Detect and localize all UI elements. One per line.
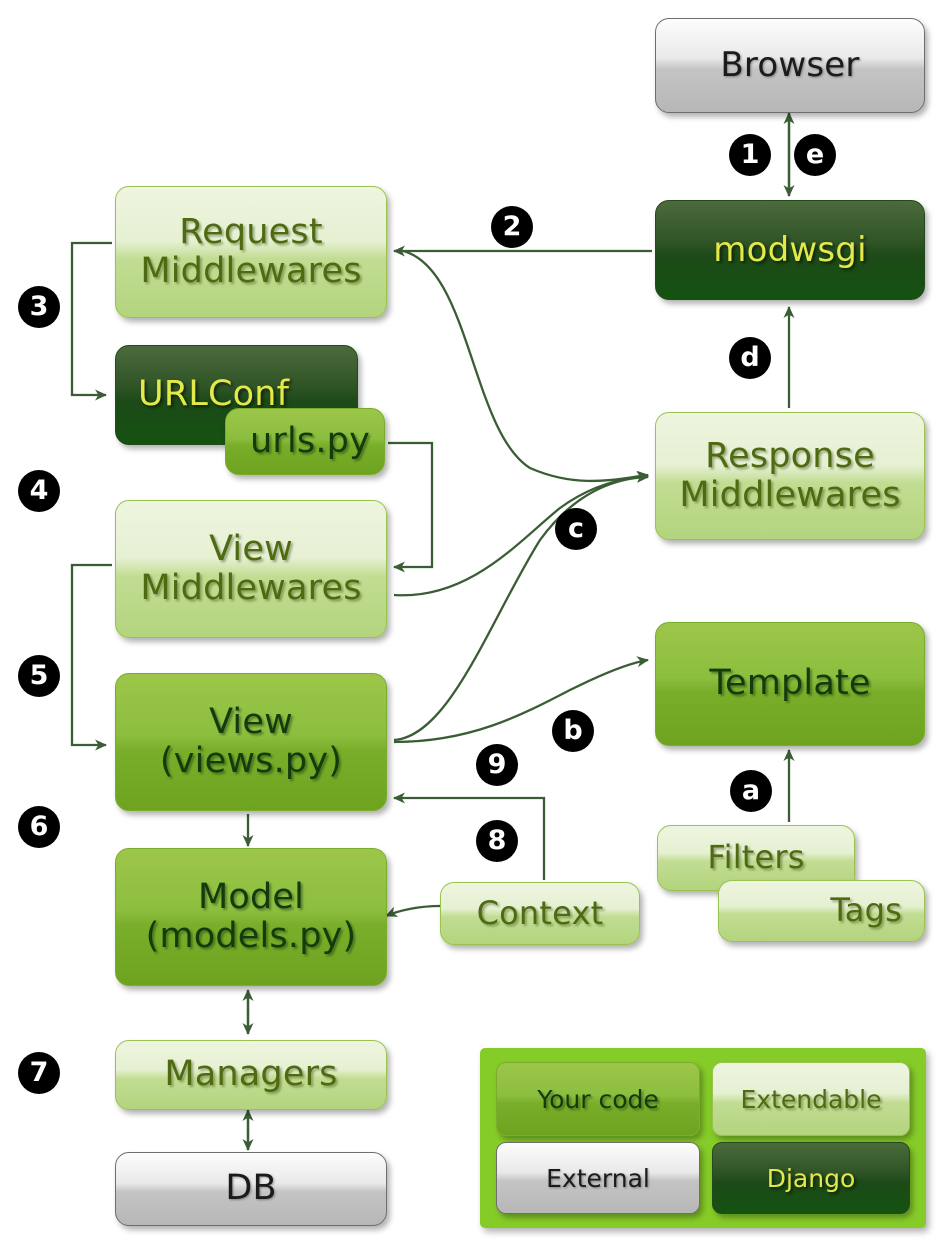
marker-9: 9 [476,744,518,786]
marker-b: b [552,710,594,752]
legend-extendable: Extendable [712,1062,910,1136]
marker-a: a [730,770,772,812]
node-model[interactable]: Model (models.py) [115,848,387,986]
wire-request-mw-to-urlconf [70,241,112,401]
node-view-middlewares[interactable]: View Middlewares [115,500,387,638]
wire-context-to-view [393,792,546,880]
wire-request-mw-curve-to-response-mw [397,248,649,483]
legend-django: Django [712,1142,910,1214]
marker-1: 1 [729,134,771,176]
node-db[interactable]: DB [115,1152,387,1226]
marker-2: 2 [491,206,533,248]
node-urls-py[interactable]: urls.py [225,408,385,475]
node-browser[interactable]: Browser [655,18,925,113]
marker-5: 5 [18,655,60,697]
node-tags[interactable]: Tags [718,880,925,942]
wire-view-mw-to-view [70,563,112,751]
wire-view-to-template [393,656,649,744]
node-template[interactable]: Template [655,622,925,746]
node-managers[interactable]: Managers [115,1040,387,1110]
node-response-middlewares[interactable]: Response Middlewares [655,412,925,540]
marker-e: e [794,134,836,176]
legend-external: External [496,1142,700,1214]
wire-context-to-model [385,904,441,918]
legend-your-code: Your code [496,1062,700,1136]
marker-c: c [555,508,597,550]
marker-3: 3 [18,286,60,328]
marker-8: 8 [476,820,518,862]
marker-6: 6 [18,806,60,848]
marker-7: 7 [18,1052,60,1094]
marker-4: 4 [18,470,60,512]
wire-view-mw-to-response-mw [393,471,649,597]
marker-d: d [729,337,771,379]
node-modwsgi[interactable]: modwsgi [655,200,925,300]
legend: Your code Extendable External Django [480,1048,926,1228]
wire-urlspy-to-view-mw [388,441,434,573]
node-context[interactable]: Context [440,882,640,945]
wire-view-to-response-mw [393,471,649,742]
node-view[interactable]: View (views.py) [115,673,387,811]
node-request-middlewares[interactable]: Request Middlewares [115,186,387,318]
